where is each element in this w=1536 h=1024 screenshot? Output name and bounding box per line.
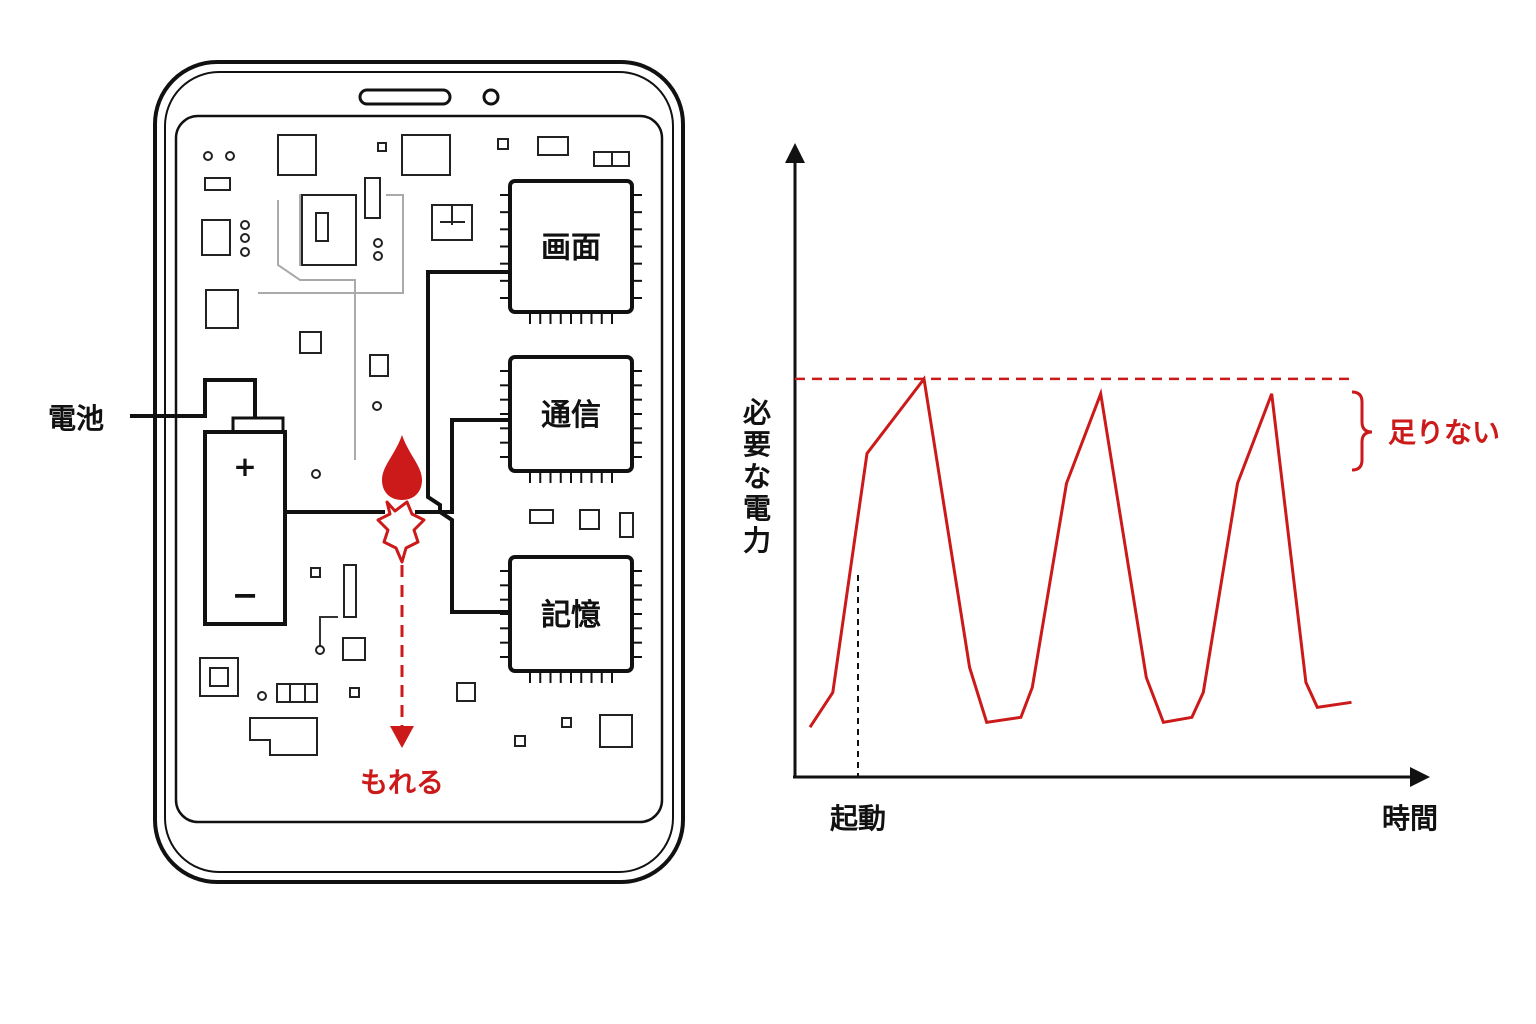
shortfall-label: 足りない — [1388, 416, 1500, 449]
y-axis-arrow — [785, 143, 805, 163]
burst-icon — [376, 500, 426, 564]
chip-comm: 通信 — [500, 355, 642, 483]
circuit-board-decoration — [199, 134, 634, 756]
chip-comm-body — [508, 355, 634, 473]
chip-comm-label: 通信 — [541, 398, 601, 433]
wire-memory — [438, 510, 510, 614]
battery-plus-sign: + — [233, 450, 256, 483]
wire-comm — [440, 418, 510, 514]
battery-minus-sign: − — [232, 576, 259, 614]
chip-memory-body — [508, 555, 634, 673]
chip-memory-label: 記憶 — [541, 598, 601, 633]
phone-body-inner — [164, 71, 674, 873]
chip-screen-body — [508, 179, 634, 314]
front-camera-icon — [482, 88, 500, 106]
series-line-power — [808, 375, 1352, 729]
x-axis-arrow — [1410, 767, 1430, 787]
y-axis-label-char: 必 — [743, 396, 771, 429]
battery: + − — [203, 416, 287, 626]
leak-indicator: もれる — [360, 435, 444, 799]
speaker-slot — [358, 88, 452, 106]
chip-memory: 記憶 — [500, 555, 642, 683]
chip-screen-label: 画面 — [541, 231, 601, 266]
y-axis-label-char: 力 — [743, 524, 771, 557]
startup-label: 起動 — [830, 802, 886, 835]
leak-label: もれる — [360, 766, 444, 799]
y-axis-label-char: 電 — [743, 492, 771, 525]
chip-screen: 画面 — [500, 179, 642, 324]
battery-label: 電池 — [48, 402, 104, 435]
leak-arrow-head — [390, 726, 414, 748]
y-axis-label-char: 要 — [743, 428, 771, 461]
battery-body — [203, 430, 287, 626]
droplet-icon — [382, 435, 422, 500]
wire-screen — [415, 270, 510, 514]
power-wires — [130, 270, 510, 614]
battery-leader-line — [130, 378, 257, 418]
y-axis-label-char: な — [743, 460, 771, 493]
x-axis-label: 時間 — [1382, 802, 1438, 835]
shortfall-brace — [1351, 390, 1373, 472]
